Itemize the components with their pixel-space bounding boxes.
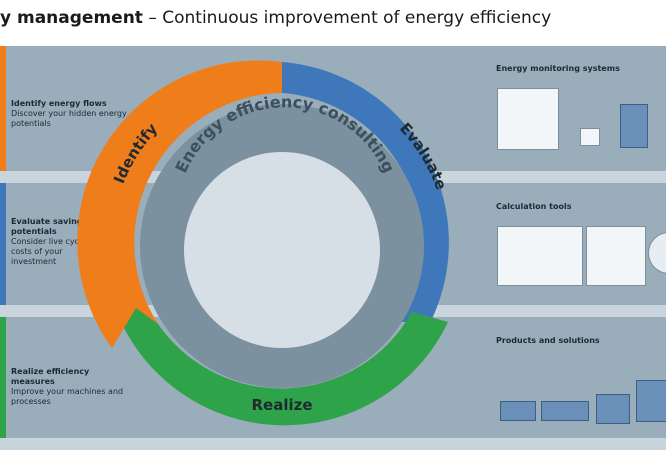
display-panel-icon — [580, 128, 600, 146]
monitoring-heading: Energy monitoring systems — [496, 64, 620, 73]
identify-color-strip — [0, 46, 6, 171]
realize-body: Improve your machines and processes — [11, 387, 124, 406]
evaluate-color-strip — [0, 183, 6, 305]
control-cabinet-icon — [596, 394, 630, 424]
realize-label: Realize — [251, 396, 312, 414]
software-screenshot-icon — [497, 226, 583, 286]
realize-color-strip — [0, 317, 6, 438]
core-circle — [184, 152, 380, 348]
gearbox-icon — [541, 401, 589, 421]
evaluate-text-block: Evaluate saving potentials Consider live… — [11, 217, 96, 267]
page-title-rest: – Continuous improvement of energy effic… — [142, 8, 552, 28]
identify-segment — [77, 60, 283, 349]
page-title: y management – Continuous improvement of… — [0, 8, 551, 34]
identify-text-block: Identify energy flows Discover your hidd… — [11, 99, 131, 129]
evaluate-body: Consider live cycle costs of your invest… — [11, 237, 87, 266]
evaluate-segment — [282, 62, 449, 334]
evaluate-heading: Evaluate saving potentials — [11, 217, 83, 236]
realize-segment — [124, 308, 448, 426]
energy-meter-icon — [497, 88, 559, 150]
products-heading: Products and solutions — [496, 336, 600, 345]
chart-display-icon — [586, 226, 646, 286]
drive-unit-icon — [636, 380, 666, 422]
identify-heading: Identify energy flows — [11, 99, 107, 108]
motor-icon — [500, 401, 536, 421]
page-title-bold: y management — [0, 8, 143, 28]
circuit-breaker-icon — [620, 104, 648, 148]
calculation-heading: Calculation tools — [496, 202, 572, 211]
identify-body: Discover your hidden energy potentials — [11, 109, 127, 128]
realize-text-block: Realize efficiency measures Improve your… — [11, 367, 131, 407]
divider-band — [0, 438, 666, 450]
realize-heading: Realize efficiency measures — [11, 367, 90, 386]
